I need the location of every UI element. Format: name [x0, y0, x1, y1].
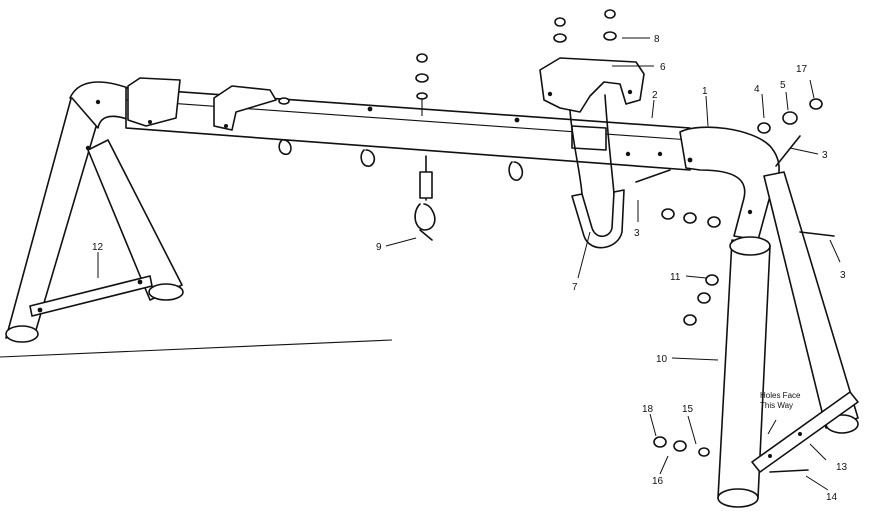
callout-3c: 3: [840, 270, 846, 281]
callout-10: 10: [656, 354, 668, 365]
callout-2: 2: [652, 90, 658, 101]
callout-15: 15: [682, 404, 694, 415]
holes-face-note-line1: Holes Face: [760, 391, 801, 400]
holes-face-note-line2: This Way: [760, 401, 793, 410]
callout-18: 18: [642, 404, 654, 415]
swing-hooks: [278, 139, 524, 241]
callout-12: 12: [92, 242, 104, 253]
callout-5: 5: [780, 80, 786, 91]
callout-13: 13: [836, 462, 848, 473]
callout-16: 16: [652, 476, 664, 487]
callout-3a: 3: [822, 150, 828, 161]
callout-9: 9: [376, 242, 382, 253]
callout-4: 4: [754, 84, 760, 95]
callout-7: 7: [572, 282, 578, 293]
swing-hanger-bracket: [539, 57, 645, 249]
left-a-frame: [0, 81, 393, 358]
callout-14: 14: [826, 492, 838, 503]
callout-11: 11: [670, 272, 681, 283]
leader-lines: [97, 37, 841, 491]
callout-labels: 1 2 3 3 3 4 5 6 7 8 9 10 11 12 13 14 15 …: [92, 34, 848, 503]
top-fasteners: [415, 9, 835, 473]
top-beam: [125, 77, 691, 171]
callout-6: 6: [660, 62, 666, 73]
callout-8: 8: [654, 34, 660, 45]
callout-3b: 3: [634, 228, 640, 239]
callout-1: 1: [702, 86, 708, 97]
right-corner-fitting: [679, 126, 780, 241]
callout-17: 17: [796, 64, 808, 75]
right-a-frame: [717, 171, 859, 508]
